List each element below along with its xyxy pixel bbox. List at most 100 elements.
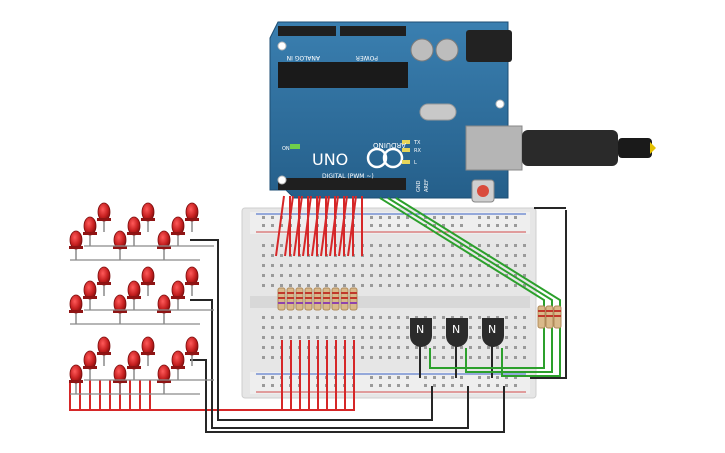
bb-hole (271, 254, 274, 257)
rail-hole (487, 376, 490, 379)
rail-hole (451, 376, 454, 379)
resistor (322, 287, 331, 311)
bb-hole (406, 356, 409, 359)
bb-hole (379, 336, 382, 339)
rail-hole (514, 216, 517, 219)
bb-hole (460, 356, 463, 359)
bb-hole (514, 264, 517, 267)
bb-hole (397, 356, 400, 359)
rail-hole (424, 384, 427, 387)
resistor-bank (277, 287, 562, 329)
bb-hole (298, 326, 301, 329)
bb-hole (505, 316, 508, 319)
bb-hole (469, 336, 472, 339)
bb-hole (397, 346, 400, 349)
bb-hole (442, 274, 445, 277)
bb-hole (352, 316, 355, 319)
bb-hole (514, 274, 517, 277)
led (157, 364, 171, 384)
bb-hole (406, 254, 409, 257)
rail-hole (379, 384, 382, 387)
bb-hole (478, 316, 481, 319)
bb-hole (496, 284, 499, 287)
bb-hole (442, 254, 445, 257)
bb-hole (523, 264, 526, 267)
bb-hole (262, 244, 265, 247)
bb-hole (379, 264, 382, 267)
bb-hole (352, 336, 355, 339)
led (127, 216, 141, 236)
bb-hole (379, 244, 382, 247)
led (141, 336, 155, 356)
red-wire (275, 195, 285, 257)
bb-hole (280, 316, 283, 319)
rail-hole (406, 376, 409, 379)
rail-hole (460, 384, 463, 387)
rail-hole (496, 384, 499, 387)
bb-hole (352, 326, 355, 329)
bb-hole (442, 346, 445, 349)
bb-hole (379, 356, 382, 359)
rail-hole (370, 384, 373, 387)
bb-hole (343, 274, 346, 277)
bb-hole (397, 254, 400, 257)
bb-hole (505, 356, 508, 359)
led (157, 230, 171, 250)
rail-hole (388, 224, 391, 227)
rail-hole (442, 224, 445, 227)
bb-hole (388, 254, 391, 257)
bb-hole (334, 336, 337, 339)
resistor (340, 287, 349, 311)
bb-hole (334, 326, 337, 329)
bb-hole (352, 284, 355, 287)
bb-hole (442, 316, 445, 319)
bb-hole (325, 264, 328, 267)
rail-hole (487, 216, 490, 219)
led (83, 350, 97, 370)
rail-hole (505, 224, 508, 227)
reset-button-icon[interactable] (477, 185, 489, 197)
bb-hole (271, 336, 274, 339)
bb-hole (298, 336, 301, 339)
bb-hole (478, 284, 481, 287)
led (185, 266, 199, 286)
bb-hole (424, 284, 427, 287)
led-layer (69, 336, 214, 395)
bb-hole (487, 274, 490, 277)
bb-hole (523, 244, 526, 247)
bb-hole (514, 244, 517, 247)
bb-hole (262, 356, 265, 359)
rail-hole (271, 224, 274, 227)
rail-hole (379, 224, 382, 227)
bb-hole (406, 264, 409, 267)
rail-hole (406, 216, 409, 219)
bb-hole (307, 274, 310, 277)
bb-hole (271, 316, 274, 319)
usb-cable-icon (522, 130, 656, 166)
bb-hole (298, 316, 301, 319)
green-wires (379, 197, 561, 377)
bb-hole (523, 326, 526, 329)
bb-hole (505, 264, 508, 267)
bb-hole (370, 326, 373, 329)
transistor-q1-label: N (416, 323, 424, 336)
bb-hole (298, 274, 301, 277)
bb-hole (478, 336, 481, 339)
bb-hole (469, 264, 472, 267)
bb-hole (487, 316, 490, 319)
bb-hole (496, 254, 499, 257)
bb-hole (289, 264, 292, 267)
bb-hole (388, 316, 391, 319)
rail-hole (370, 376, 373, 379)
gnd-label: GND (416, 180, 422, 192)
led-layer-bus (70, 245, 214, 261)
bb-hole (325, 274, 328, 277)
bb-hole (316, 336, 319, 339)
bb-hole (316, 284, 319, 287)
bb-hole (343, 316, 346, 319)
led-cube (69, 202, 214, 395)
bb-hole (442, 244, 445, 247)
bb-hole (280, 254, 283, 257)
led (69, 364, 83, 384)
rail-hole (406, 384, 409, 387)
